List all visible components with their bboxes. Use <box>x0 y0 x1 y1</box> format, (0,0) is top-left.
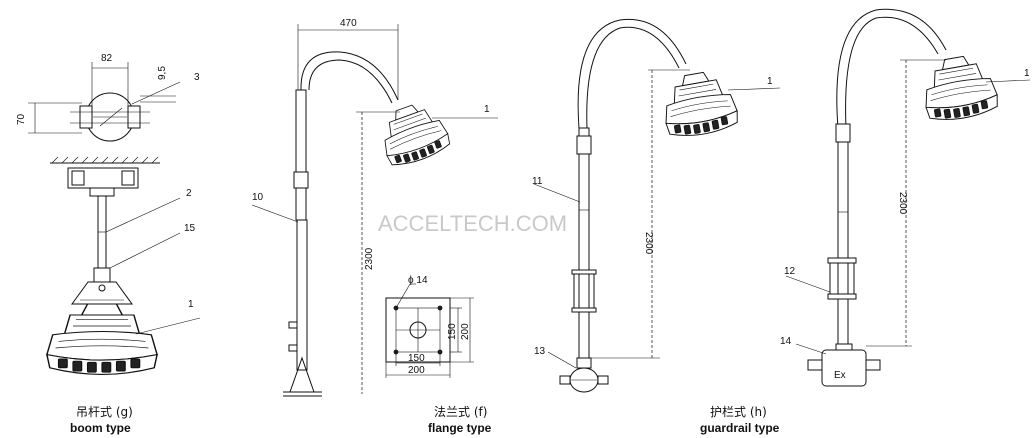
watermark-text: ACCELTECH.COM <box>378 211 567 236</box>
flange-caption-cn: 法兰式 (f) <box>434 405 487 419</box>
flange-callout-1: 1 <box>484 104 490 115</box>
flange-callout-10: 10 <box>252 192 264 203</box>
flange-type-drawing: 470 2300 1 10 ϕ 14 150 200 <box>251 18 498 435</box>
boom-callout-15: 15 <box>184 223 196 234</box>
boom-type-drawing: 82 9,5 70 3 <box>16 53 201 435</box>
junction-callout-12: 12 <box>784 266 796 277</box>
plate-inner-height: 150 <box>447 323 458 340</box>
boom-dim-offset: 9,5 <box>157 66 168 80</box>
flange-caption-en: flange type <box>428 421 492 435</box>
guardrail-callout-11: 11 <box>532 176 543 187</box>
guardrail-caption-en: guardrail type <box>700 421 780 435</box>
flange-dim-arm: 470 <box>340 18 357 29</box>
guardrail-type-drawing: 2300 1 11 13 护栏式 (h) guardrail type <box>532 18 781 435</box>
boom-dim-width: 82 <box>101 53 113 64</box>
junction-callout-14: 14 <box>780 336 792 347</box>
guardrail-dim-height: 2300 <box>643 232 654 255</box>
boom-caption-cn: 吊杆式 (g) <box>76 405 133 419</box>
boom-caption-en: boom type <box>70 421 131 435</box>
boom-dim-height: 70 <box>16 113 27 125</box>
junction-callout-1: 1 <box>1024 68 1030 79</box>
junction-box-label: Ex <box>834 370 846 381</box>
boom-callout-1: 1 <box>188 299 194 310</box>
plate-outer-width: 200 <box>408 365 425 376</box>
plate-hole-dim: ϕ 14 <box>408 275 428 286</box>
boom-callout-3: 3 <box>194 72 200 83</box>
guardrail-callout-1: 1 <box>767 76 773 87</box>
flange-dim-height: 2300 <box>364 247 375 270</box>
junction-dim-height: 2300 <box>897 192 908 215</box>
guardrail-caption-cn: 护栏式 (h) <box>710 404 767 419</box>
plate-outer-height: 200 <box>460 323 471 340</box>
guardrail-callout-13: 13 <box>534 346 546 357</box>
junction-box-drawing: Ex 2300 1 12 14 <box>780 8 1031 387</box>
boom-callout-2: 2 <box>186 188 192 199</box>
plate-inner-width: 150 <box>408 353 425 364</box>
